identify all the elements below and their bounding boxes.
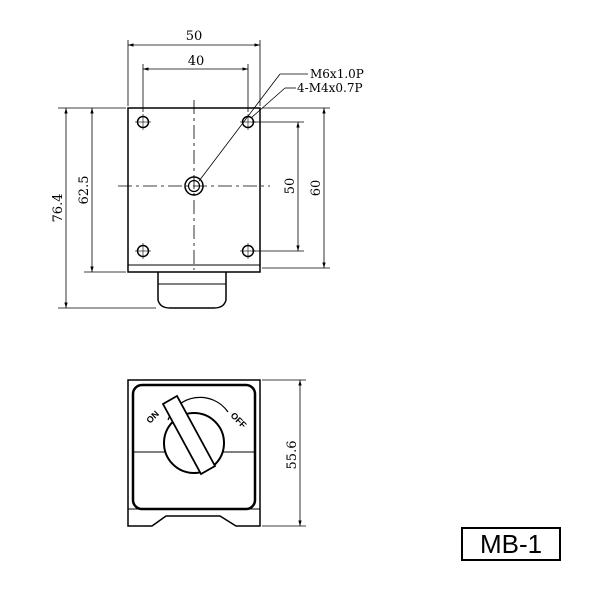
dim-overall-width-label: 50 xyxy=(186,29,203,44)
dim-hole-spacing-height: 50 xyxy=(252,121,304,252)
dim-hole-spacing-width-label: 40 xyxy=(188,54,205,69)
callout-mount-holes: 4-M4x0.7P xyxy=(250,81,363,119)
center-hole-outer xyxy=(184,176,204,196)
dim-side-height: 55.6 xyxy=(262,379,306,527)
callout-mount-holes-label: 4-M4x0.7P xyxy=(297,81,363,95)
switch-lever xyxy=(161,394,217,476)
dim-hole-spacing-height-label: 50 xyxy=(283,178,298,195)
model-label: MB-1 xyxy=(461,527,561,561)
dim-height-with-knob-label: 76.4 xyxy=(51,194,66,223)
dim-hole-spacing-width: 40 xyxy=(142,54,249,112)
mount-hole-top-left xyxy=(135,114,151,130)
switch-knob-bottom xyxy=(157,272,227,309)
dim-overall-width: 50 xyxy=(127,29,261,106)
dim-overall-height-label: 60 xyxy=(309,180,324,197)
dim-overall-height: 60 xyxy=(262,107,330,269)
dim-base-height: 62.5 xyxy=(77,108,126,273)
dim-height-with-knob: 76.4 xyxy=(51,107,156,309)
top-view: 50 40 M6x1.0P 4-M4x0.7P 50 xyxy=(51,29,364,309)
switch-on-label: ON xyxy=(144,409,161,426)
callout-center-thread-label: M6x1.0P xyxy=(310,67,364,81)
switch-off-label: OFF xyxy=(229,410,249,430)
callout-center-thread: M6x1.0P xyxy=(198,67,364,182)
mount-hole-bottom-left xyxy=(135,243,151,259)
front-body-outline xyxy=(127,379,261,527)
dim-side-height-label: 55.6 xyxy=(285,441,300,470)
front-view: ON OFF 55.6 xyxy=(127,379,306,527)
dim-base-height-label: 62.5 xyxy=(77,176,92,205)
center-hole-inner xyxy=(187,179,201,193)
